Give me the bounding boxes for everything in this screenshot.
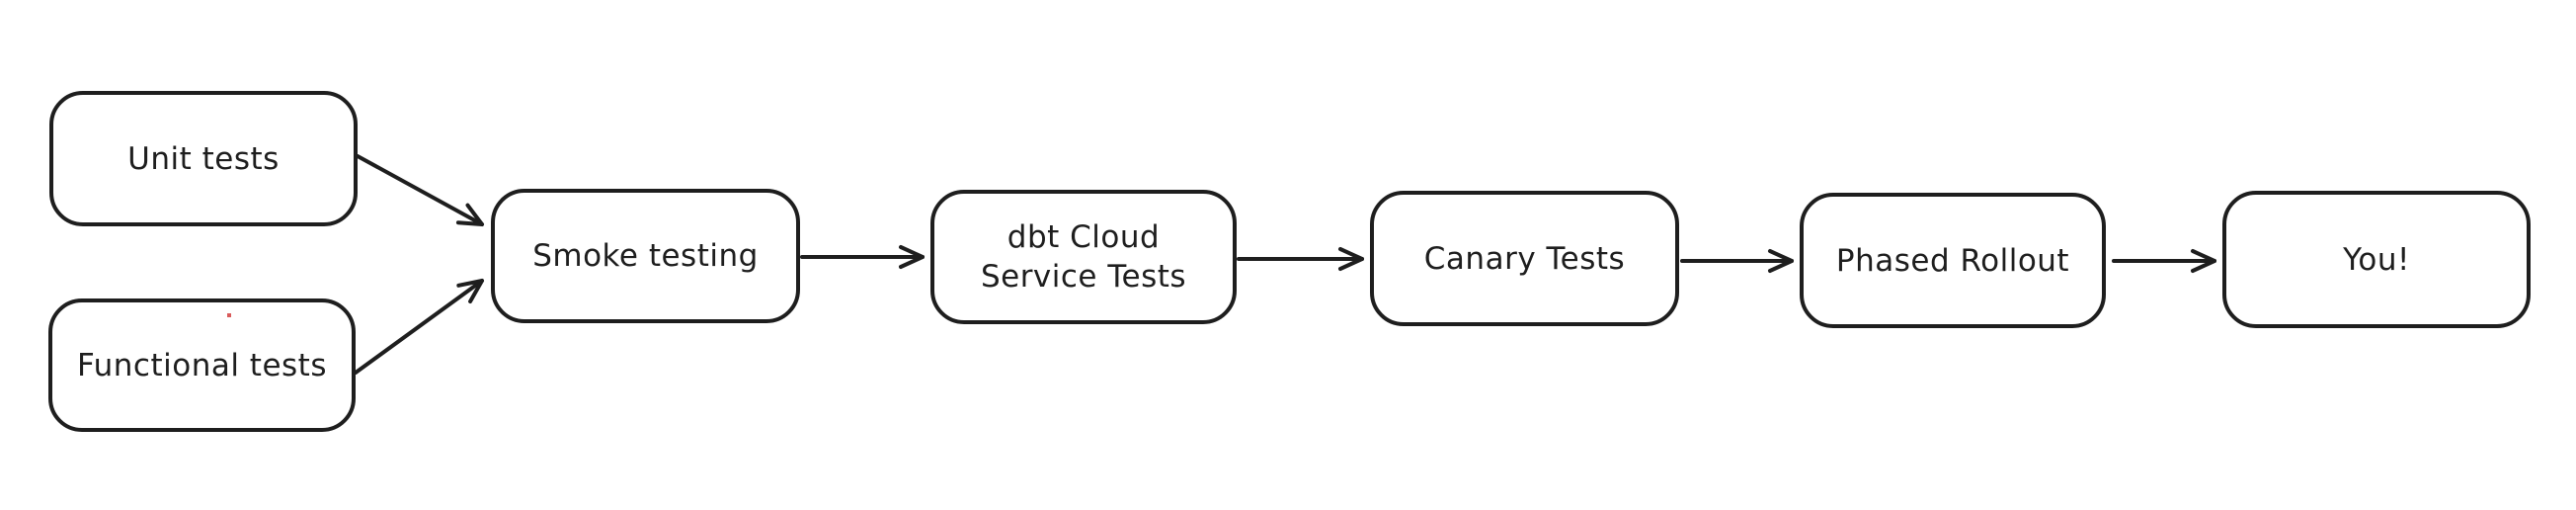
node-functional-tests-label: Functional tests [76,347,327,383]
node-unit-tests-label: Unit tests [127,140,280,177]
node-smoke-testing: Smoke testing [491,189,800,323]
node-smoke-testing-label: Smoke testing [532,238,759,274]
node-phased-rollout-label: Phased Rollout [1835,242,2070,279]
node-canary-tests-label: Canary Tests [1423,240,1626,277]
red-pixel-artifact [227,313,231,317]
node-you: You! [2222,191,2531,328]
node-unit-tests: Unit tests [49,91,358,226]
node-you-label: You! [2343,241,2410,278]
node-dbt-cloud-service-tests: dbt Cloud Service Tests [930,190,1237,324]
edge-unit-tests-to-smoke-testing [356,154,484,226]
node-phased-rollout: Phased Rollout [1800,193,2106,328]
node-canary-tests: Canary Tests [1370,191,1679,326]
node-dbt-cloud-service-tests-label: dbt Cloud Service Tests [980,219,1187,295]
node-functional-tests: Functional tests [48,298,356,432]
edge-functional-tests-to-smoke-testing [354,279,484,375]
